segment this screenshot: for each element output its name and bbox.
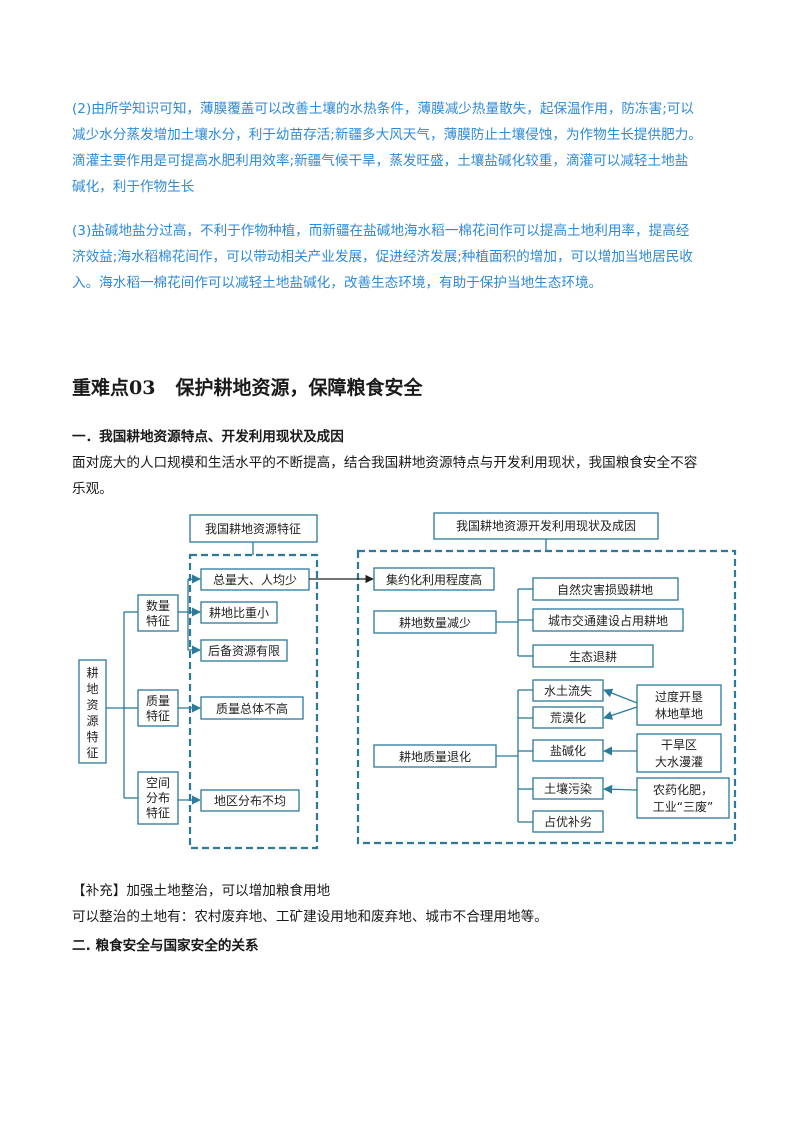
disaster: 自然灾害损毁耕地 [557, 582, 653, 597]
section-number: 重难点03 [72, 377, 156, 399]
text-line: (2)由所学知识可知，薄膜覆盖可以改善土壤的水热条件，薄膜减少热量散失，起保温作… [72, 101, 694, 117]
cause-overgraze: 过度开垦 [655, 689, 703, 704]
cause-irrigate-box [636, 733, 722, 773]
disaster-box [532, 577, 679, 601]
feature-total: 总量大、人均少 [213, 573, 297, 587]
root-char: 源 [86, 714, 98, 728]
spatial-label: 空间 [146, 776, 170, 790]
feature-ratio-box [200, 601, 278, 624]
quantity-feature-box [137, 594, 179, 632]
occupy-box [532, 810, 604, 833]
answer-paragraph-2: (2)由所学知识可知，薄膜覆盖可以改善土壤的水热条件，薄膜减少热量散失，起保温作… [72, 96, 732, 200]
erosion-box [532, 679, 604, 702]
salt: 盐碱化 [550, 744, 586, 758]
spatial-label: 分布 [146, 791, 170, 805]
feature-quality: 质量总体不高 [216, 701, 288, 716]
quality-label: 特征 [146, 708, 170, 723]
feature-reserve: 后备资源有限 [208, 644, 280, 658]
quantity-label: 数量 [146, 598, 170, 613]
text-line: (3)盐碱地盐分过高，不利于作物种植，而新疆在盐碱地海水稻一棉花间作可以提高土地… [72, 223, 690, 239]
feature-reserve-box [200, 639, 288, 662]
text-line: 滴灌主要作用是可提高水肥利用效率;新疆气候干旱，蒸发旺盛，土壤盐碱化较重，滴灌可… [72, 153, 689, 169]
salt-box [532, 739, 604, 762]
left-title-box [189, 514, 318, 543]
feature-quality-box [200, 696, 304, 720]
cause-overgraze: 林地草地 [655, 707, 703, 721]
pollution-box [532, 777, 604, 800]
root-char: 征 [86, 746, 98, 760]
ecology: 生态退耕 [569, 649, 617, 664]
occupy: 占优补劣 [544, 814, 592, 829]
cause-chem-box [636, 777, 730, 819]
intensive: 集约化利用程度高 [386, 572, 482, 587]
supplement-label: 【补充】 [72, 883, 127, 899]
cause-overgraze-box [636, 684, 722, 726]
cause-irrigate: 大水漫灌 [655, 755, 703, 769]
intensive-box [373, 567, 495, 591]
degrade: 耕地质量退化 [399, 749, 471, 764]
subheading-1: 一．我国耕地资源特点、开发利用现状及成因 [72, 429, 344, 445]
root-box [78, 659, 107, 764]
section-heading: 重难点03 保护耕地资源，保障粮食安全 [72, 373, 422, 400]
spatial-feature-box [137, 771, 179, 825]
quality-label: 质量 [146, 694, 170, 708]
section-title: 保护耕地资源，保障粮食安全 [175, 377, 423, 399]
subheading-2: 二. 粮食安全与国家安全的关系 [72, 938, 259, 954]
feature-distribution-box [200, 789, 300, 812]
cause-irrigate: 干旱区 [661, 738, 697, 752]
erosion: 水土流失 [544, 683, 592, 698]
text-line: 减少水分蒸发增加土壤水分，利于幼苗存活;新疆多大风天气，薄膜防止土壤侵蚀，为作物… [72, 127, 702, 143]
supplement-detail: 可以整治的土地有：农村废弃地、工矿建设用地和废弃地、城市不合理用地等。 [72, 909, 548, 925]
desert: 荒漠化 [550, 711, 586, 725]
decrease: 耕地数量减少 [399, 615, 471, 630]
ecology-box [532, 644, 654, 668]
spatial-label: 特征 [146, 805, 170, 820]
left-dashed-frame [188, 553, 319, 850]
root-char: 资 [86, 698, 98, 712]
text-line: 乐观。 [72, 481, 113, 497]
text-line: 面对庞大的人口规模和生活水平的不断提高，结合我国耕地资源特点与开发利用现状，我国… [72, 455, 698, 471]
cause-chem: 工业“三废” [653, 799, 713, 814]
right-title-box [433, 512, 659, 540]
root-char: 耕 [86, 665, 98, 680]
text-line: 济效益;海水稻棉花间作，可以带动相关产业发展，促进经济发展;种植面积的增加，可以… [72, 249, 693, 265]
urban: 城市交通建设占用耕地 [548, 613, 668, 628]
desert-box [532, 706, 604, 729]
quality-feature-box [137, 689, 179, 727]
urban-box [532, 608, 684, 632]
pollution: 土壤污染 [544, 781, 592, 796]
root-char: 特 [86, 729, 98, 744]
right-title: 我国耕地资源开发利用现状及成因 [456, 518, 636, 533]
cause-chem: 农药化肥， [653, 783, 713, 797]
supplement-text: 加强土地整治，可以增加粮食用地 [126, 883, 331, 899]
supplement-line: 【补充】加强土地整治，可以增加粮食用地 [72, 878, 732, 904]
intro-paragraph: 面对庞大的人口规模和生活水平的不断提高，结合我国耕地资源特点与开发利用现状，我国… [72, 450, 732, 502]
left-title: 我国耕地资源特征 [205, 521, 301, 536]
root-char: 地 [86, 682, 98, 696]
quantity-label: 特征 [146, 613, 170, 628]
feature-distribution: 地区分布不均 [214, 794, 286, 808]
text-line: 碱化，利于作物生长 [72, 179, 195, 195]
feature-ratio: 耕地比重小 [209, 605, 269, 620]
answer-paragraph-3: (3)盐碱地盐分过高，不利于作物种植，而新疆在盐碱地海水稻一棉花间作可以提高土地… [72, 218, 732, 296]
text-line: 入。海水稻一棉花间作可以减轻土地盐碱化，改善生态环境，有助于保护当地生态环境。 [72, 275, 603, 291]
